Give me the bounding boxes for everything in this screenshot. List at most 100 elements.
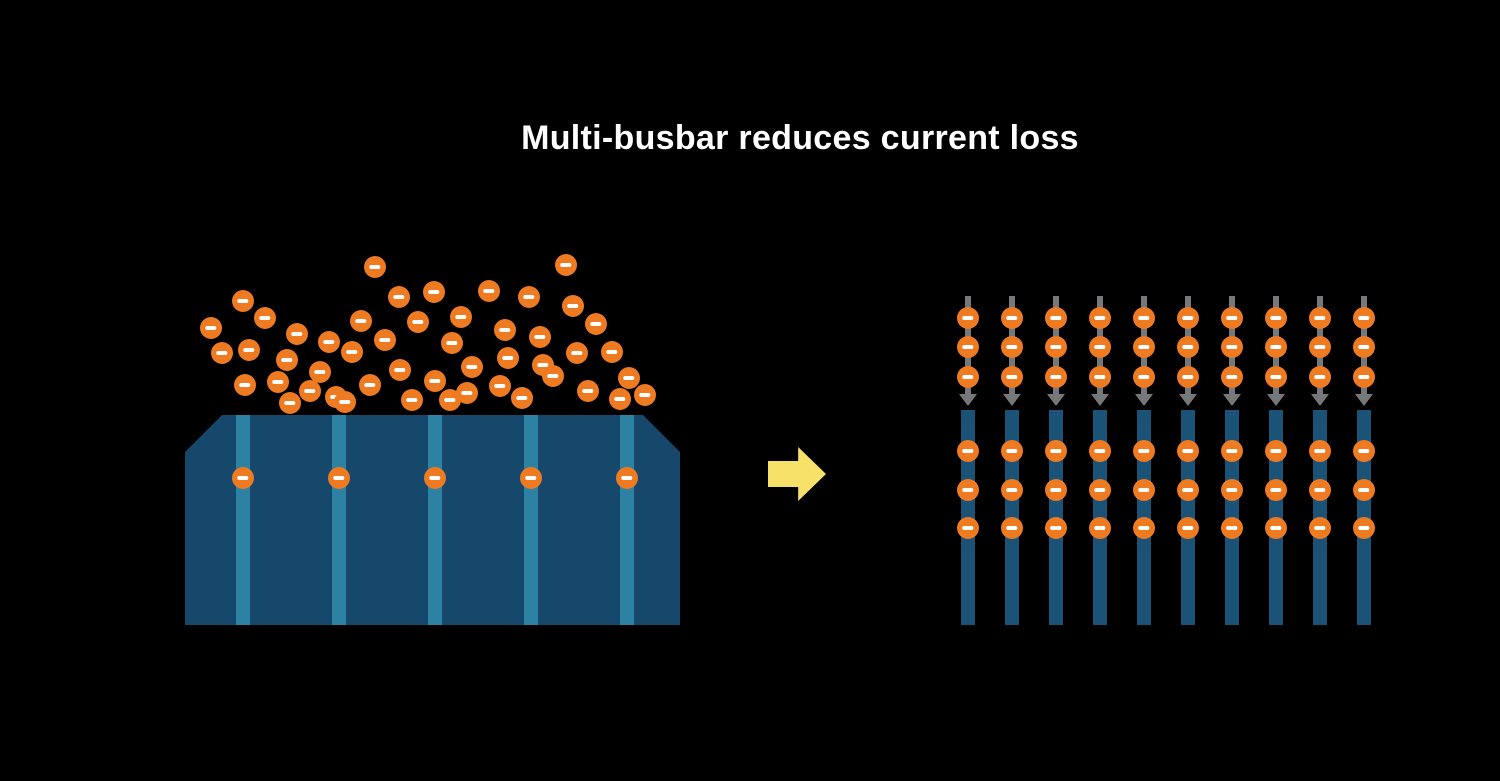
electron-icon xyxy=(359,374,381,396)
electron-icon xyxy=(618,367,640,389)
electron-icon xyxy=(1177,440,1199,462)
electron-icon xyxy=(286,323,308,345)
electron-icon xyxy=(542,365,564,387)
electron-icon xyxy=(232,290,254,312)
electron-icon xyxy=(341,341,363,363)
electron-icon xyxy=(364,256,386,278)
electron-icon xyxy=(1133,440,1155,462)
electron-icon xyxy=(389,359,411,381)
current-flow-arrowhead-icon xyxy=(1179,394,1197,406)
electron-icon xyxy=(1177,517,1199,539)
electron-icon xyxy=(609,388,631,410)
electron-icon xyxy=(276,349,298,371)
electron-icon xyxy=(1353,336,1375,358)
electron-icon xyxy=(1089,440,1111,462)
electron-icon xyxy=(634,384,656,406)
electron-icon xyxy=(957,336,979,358)
electron-icon xyxy=(1001,517,1023,539)
electron-icon xyxy=(1309,517,1331,539)
electron-icon xyxy=(957,307,979,329)
electron-icon xyxy=(1133,366,1155,388)
electron-icon xyxy=(1221,440,1243,462)
current-flow-arrowhead-icon xyxy=(1047,394,1065,406)
electron-icon xyxy=(350,310,372,332)
electron-icon xyxy=(529,326,551,348)
current-flow-arrowhead-icon xyxy=(1091,394,1109,406)
electron-icon xyxy=(328,467,350,489)
electron-icon xyxy=(1309,307,1331,329)
electron-icon xyxy=(1133,307,1155,329)
electron-icon xyxy=(254,307,276,329)
electron-icon xyxy=(957,517,979,539)
electron-icon xyxy=(957,440,979,462)
electron-icon xyxy=(478,280,500,302)
electron-icon xyxy=(232,467,254,489)
electron-icon xyxy=(1221,307,1243,329)
electron-icon xyxy=(299,380,321,402)
electron-icon xyxy=(1089,307,1111,329)
electron-icon xyxy=(1045,366,1067,388)
electron-icon xyxy=(1353,307,1375,329)
electron-icon xyxy=(1045,440,1067,462)
electron-icon xyxy=(456,382,478,404)
electron-icon xyxy=(601,341,623,363)
electron-icon xyxy=(279,392,301,414)
current-flow-arrowhead-icon xyxy=(959,394,977,406)
electron-icon xyxy=(1089,479,1111,501)
electron-icon xyxy=(1221,366,1243,388)
electron-icon xyxy=(1353,479,1375,501)
electron-icon xyxy=(1309,479,1331,501)
electron-icon xyxy=(1045,307,1067,329)
electron-icon xyxy=(334,391,356,413)
electron-icon xyxy=(1265,517,1287,539)
electron-icon xyxy=(1309,336,1331,358)
electron-icon xyxy=(511,387,533,409)
current-flow-arrowhead-icon xyxy=(1311,394,1329,406)
electron-icon xyxy=(234,374,256,396)
electron-icon xyxy=(1177,479,1199,501)
electron-icon xyxy=(1089,517,1111,539)
electron-icon xyxy=(424,370,446,392)
electron-icon xyxy=(1265,440,1287,462)
electron-icon xyxy=(497,347,519,369)
current-flow-arrowhead-icon xyxy=(1355,394,1373,406)
electron-icon xyxy=(238,339,260,361)
electron-icon xyxy=(1221,479,1243,501)
electron-icon xyxy=(518,286,540,308)
electron-icon xyxy=(555,254,577,276)
electron-icon xyxy=(1265,307,1287,329)
electron-icon xyxy=(520,467,542,489)
electron-icon xyxy=(494,319,516,341)
electron-icon xyxy=(1089,366,1111,388)
current-flow-arrowhead-icon xyxy=(1267,394,1285,406)
electron-icon xyxy=(562,295,584,317)
current-flow-arrowhead-icon xyxy=(1003,394,1021,406)
electron-icon xyxy=(439,389,461,411)
electron-icon xyxy=(577,380,599,402)
electron-icon xyxy=(957,366,979,388)
electron-icon xyxy=(1001,336,1023,358)
current-flow-arrowhead-icon xyxy=(1135,394,1153,406)
electron-icon xyxy=(318,331,340,353)
electron-icon xyxy=(1177,307,1199,329)
electron-icon xyxy=(616,467,638,489)
electron-icon xyxy=(1353,517,1375,539)
diagram-title: Multi-busbar reduces current loss xyxy=(521,119,1079,157)
electron-icon xyxy=(1177,336,1199,358)
electron-icon xyxy=(309,361,331,383)
electron-icon xyxy=(1133,517,1155,539)
electron-icon xyxy=(1353,440,1375,462)
electron-icon xyxy=(1001,479,1023,501)
electron-icon xyxy=(407,311,429,333)
electron-icon xyxy=(1001,366,1023,388)
electron-icon xyxy=(1265,479,1287,501)
current-flow-arrowhead-icon xyxy=(1223,394,1241,406)
electron-icon xyxy=(1221,336,1243,358)
electron-icon xyxy=(585,313,607,335)
electron-icon xyxy=(374,329,396,351)
electron-icon xyxy=(1353,366,1375,388)
